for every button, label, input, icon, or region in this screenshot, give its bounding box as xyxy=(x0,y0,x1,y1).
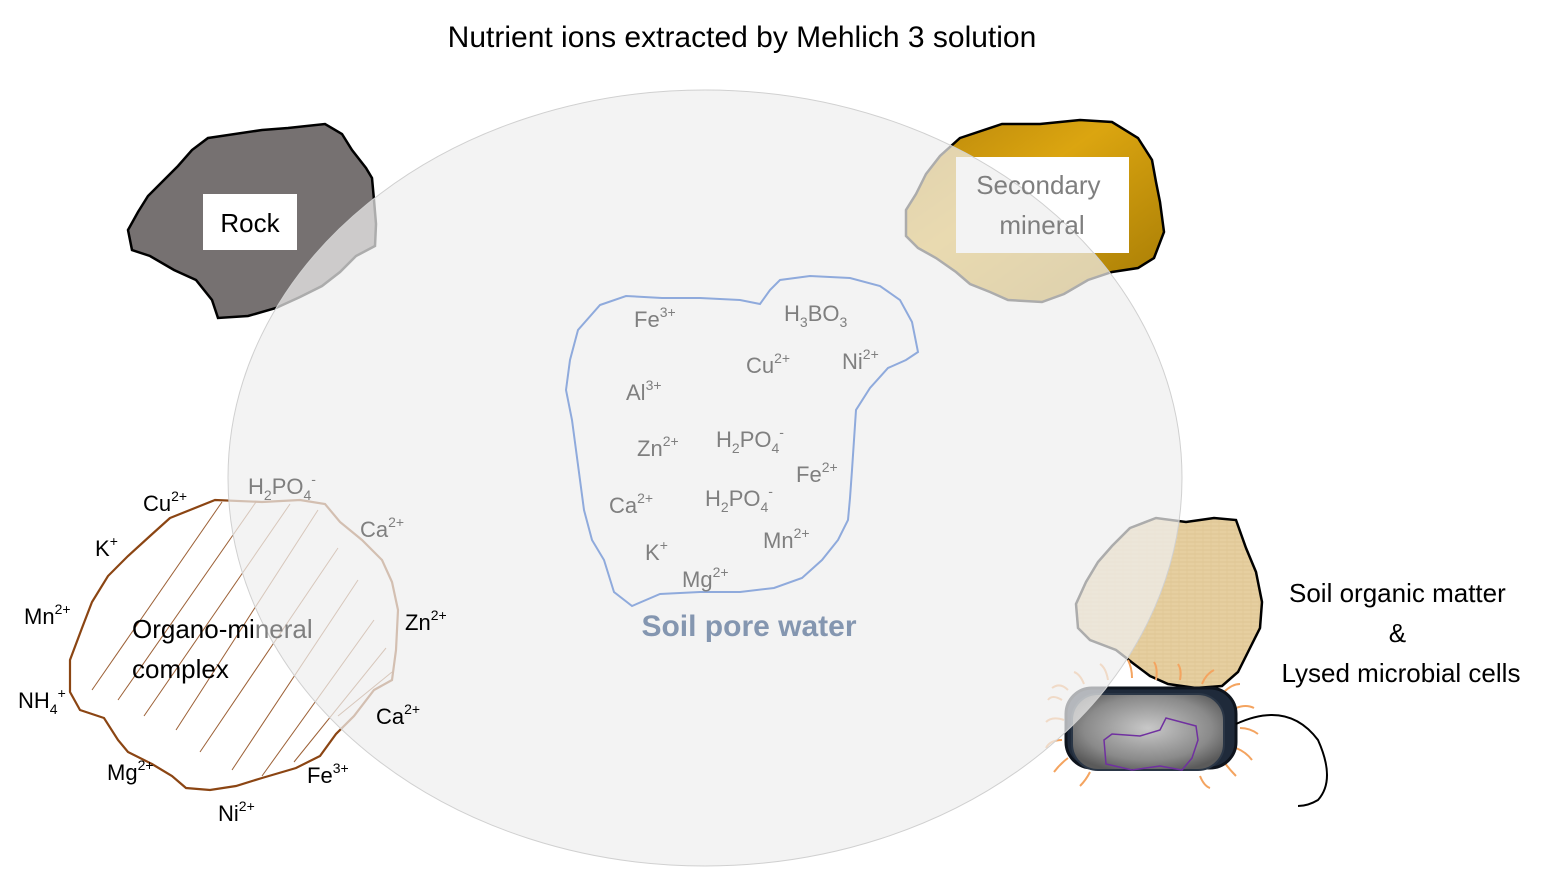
pore-water-shape xyxy=(564,274,920,608)
complex-ion: K+ xyxy=(95,533,118,561)
complex-ions: Cu2+ H2PO4- Ca2+ K+ Mn2+ Zn2+ NH4+ Ca2+ Mg2+ Fe3+… xyxy=(18,471,447,826)
complex-ion: NH4+ xyxy=(18,685,66,717)
complex-ion: Ni2+ xyxy=(218,798,255,826)
rock-label: Rock xyxy=(220,208,280,238)
pore-ion: Fe2+ xyxy=(796,459,838,487)
pore-ion: Ca2+ xyxy=(609,490,653,518)
organo-line1-b: neral xyxy=(255,614,313,644)
pore-ion: K+ xyxy=(645,537,668,565)
extraction-circle xyxy=(227,89,1183,867)
complex-ion: Mn2+ xyxy=(24,601,71,629)
pore-ion: H2PO4- xyxy=(716,424,784,456)
microbial-cell xyxy=(1045,659,1328,807)
rock-label-box xyxy=(203,194,297,250)
complex-ion: Cu2+ xyxy=(143,488,187,516)
complex-ion: Zn2+ xyxy=(405,607,447,635)
pore-ion: Zn2+ xyxy=(637,433,679,461)
complex-ion: H2PO4- xyxy=(248,471,316,503)
pore-ion: H3BO3 xyxy=(784,301,847,330)
pore-ion: Fe3+ xyxy=(634,304,676,332)
pore-water-label: Soil pore water xyxy=(641,610,856,643)
pore-ion: Al3+ xyxy=(626,377,662,405)
pore-ion: Cu2+ xyxy=(746,350,790,378)
complex-ion: Mg2+ xyxy=(107,757,154,785)
diagram-title: Nutrient ions extracted by Mehlich 3 sol… xyxy=(448,21,1037,54)
complex-ion: Fe3+ xyxy=(307,760,349,788)
pore-ion: Ni2+ xyxy=(842,346,879,374)
pore-ion: Mg2+ xyxy=(682,564,729,592)
pore-ion: Mn2+ xyxy=(763,525,810,553)
organo-mineral-label-line1: Organo-mineral xyxy=(132,614,313,644)
soil-organic-matter-label: Soil organic matter & Lysed microbial ce… xyxy=(1282,578,1521,688)
secondary-mineral-label: Secondary mineral xyxy=(976,170,1108,240)
complex-ion: Ca2+ xyxy=(376,701,420,729)
organo-mineral-label-line2: complex xyxy=(132,654,229,684)
organo-line1-a: Organo-mi xyxy=(132,614,255,644)
pore-ion: H2PO4- xyxy=(705,483,773,515)
complex-ion: Ca2+ xyxy=(360,514,404,542)
